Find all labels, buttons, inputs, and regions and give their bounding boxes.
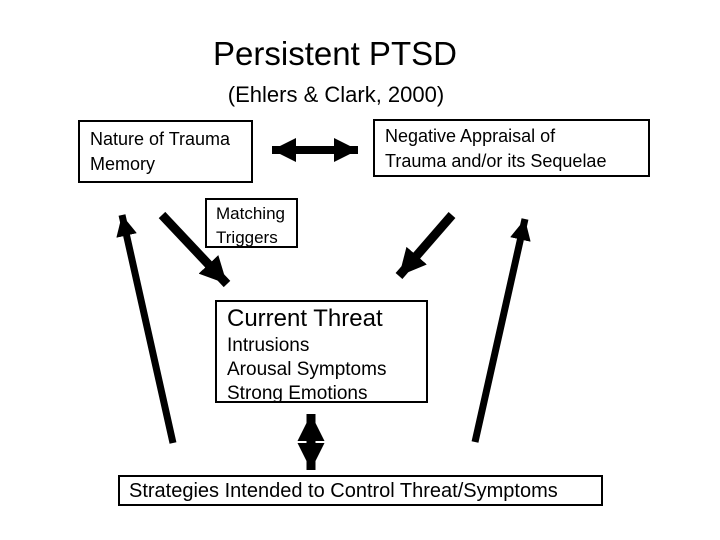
box-current-threat-line: Strong Emotions xyxy=(227,383,368,404)
box-current-threat-heading: Current Threat xyxy=(227,305,383,332)
box-matching-triggers-line: Triggers xyxy=(216,228,278,247)
box-trauma-memory-line: Nature of Trauma xyxy=(90,129,231,149)
box-current-threat-line: Arousal Symptoms xyxy=(227,359,387,380)
box-trauma-memory: Nature of Trauma Memory xyxy=(78,120,253,183)
slide-title: Persistent PTSD xyxy=(213,35,457,72)
box-matching-triggers: Matching Triggers xyxy=(205,198,298,248)
box-strategies-label: Strategies Intended to Control Threat/Sy… xyxy=(129,480,558,502)
box-negative-appraisal-line: Trauma and/or its Sequelae xyxy=(385,151,607,171)
box-current-threat: Current Threat Intrusions Arousal Sympto… xyxy=(215,300,428,404)
arrow-strategies-to-trauma-memory-icon xyxy=(116,214,177,444)
box-trauma-memory-line: Memory xyxy=(90,154,156,174)
box-strategies: Strategies Intended to Control Threat/Sy… xyxy=(118,475,603,506)
slide-subtitle: (Ehlers & Clark, 2000) xyxy=(227,82,445,107)
arrow-appraisal-to-current-threat-icon xyxy=(395,212,456,279)
box-matching-triggers-line: Matching xyxy=(216,204,285,223)
box-negative-appraisal-line: Negative Appraisal of xyxy=(385,126,556,146)
box-current-threat-line: Intrusions xyxy=(227,335,310,356)
arrow-strategies-to-negative-appraisal-icon xyxy=(471,218,531,443)
box-negative-appraisal: Negative Appraisal of Trauma and/or its … xyxy=(373,119,650,177)
